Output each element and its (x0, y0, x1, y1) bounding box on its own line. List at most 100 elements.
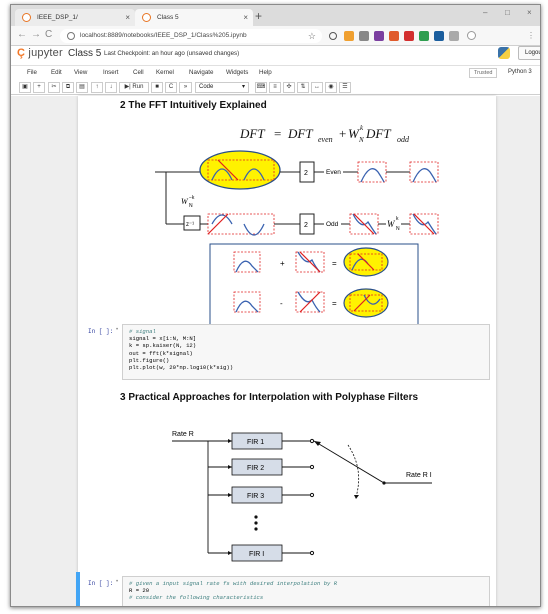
down2-odd-label: 2 (304, 222, 308, 229)
eq-lhs: DFT (239, 126, 265, 141)
menu-file[interactable]: File (27, 69, 37, 76)
keyboard-icon[interactable]: ⌨ (255, 82, 267, 93)
tab-strip: IEEE_DSP_1/ × Class 5 × + – □ × (11, 5, 540, 26)
close-tab-icon[interactable]: × (243, 13, 248, 22)
maximize-button[interactable]: □ (505, 8, 510, 17)
run-icon: ▶| (124, 84, 131, 90)
commutator-arm (313, 440, 385, 484)
eq-w-sub: N (358, 136, 364, 144)
extension-gray-icon[interactable] (359, 31, 369, 41)
eq-equals: = (274, 126, 281, 141)
menu-dots-icon[interactable]: ⋮ (527, 31, 535, 40)
cell1-collapse-dot[interactable]: • (116, 327, 119, 333)
menu-icon[interactable]: ☰ (339, 82, 351, 93)
copy-icon[interactable]: ⧉ (62, 82, 74, 93)
close-tab-icon[interactable]: × (125, 13, 130, 22)
code-line: R = 20 (129, 587, 150, 595)
url-text: localhost:8889/notebooks/IEEE_DSP_1/Clas… (80, 32, 247, 39)
heading-fft: 2 The FFT Intuitively Explained (120, 100, 267, 111)
logout-button[interactable]: Logout (518, 46, 540, 60)
chevron-down-icon: ▾ (241, 84, 245, 90)
code-line: plt.figure() (129, 356, 170, 364)
cell-type-value: Code (199, 84, 214, 90)
eq-term2-sub: odd (397, 135, 410, 144)
profile-icon[interactable] (467, 31, 476, 40)
extension-red-icon[interactable] (404, 31, 414, 41)
odd-label: Odd (326, 221, 339, 228)
kernel-indicator[interactable]: Python 3 (508, 69, 532, 75)
eye-icon[interactable]: ◉ (325, 82, 337, 93)
extension-orange-icon[interactable] (389, 31, 399, 41)
fir-i-label: FIR I (249, 551, 264, 558)
menu-cell[interactable]: Cell (133, 69, 144, 76)
code-line: # signal (129, 328, 156, 335)
code-cell-1[interactable]: # signal signal = x[1:N, M:N] k = sp.kai… (122, 324, 490, 380)
dft-equation: DFT = DFT even + W N k DFT odd (239, 124, 410, 144)
fir-2-label: FIR 2 (247, 465, 264, 472)
back-arrow-icon[interactable]: ← (17, 29, 27, 40)
code-line: plt.plot(w, 20*np.log10(k*sig)) (129, 364, 234, 372)
url-field[interactable]: localhost:8889/notebooks/IEEE_DSP_1/Clas… (60, 29, 322, 43)
tab-ieee-dsp[interactable]: IEEE_DSP_1/ × (15, 9, 135, 26)
extension-blue-icon[interactable] (434, 31, 444, 41)
menu-help[interactable]: Help (259, 69, 272, 76)
extension-icon[interactable]: ✣ (283, 82, 295, 93)
wnk-sub: N (189, 203, 193, 209)
extension-cloud-icon[interactable] (329, 32, 337, 40)
checkpoint-status: Last Checkpoint: an hour ago (unsaved ch… (104, 50, 239, 57)
move-up-icon[interactable]: ↑ (91, 82, 103, 93)
reload-icon[interactable]: C (45, 29, 53, 40)
jupyter-header: Ç jupyter Class 5 Last Checkpoint: an ho… (11, 46, 540, 63)
tab-title: Class 5 (157, 14, 179, 21)
eq-plus: + (339, 126, 346, 141)
jupyter-orbit-icon: Ç (17, 47, 26, 59)
close-window-button[interactable]: × (527, 8, 532, 17)
paste-icon[interactable]: ▤ (76, 82, 88, 93)
new-tab-button[interactable]: + (255, 9, 263, 23)
trusted-badge[interactable]: Trusted (469, 68, 498, 78)
run-button[interactable]: ▶| Run (119, 82, 149, 93)
minimize-button[interactable]: – (483, 8, 488, 17)
wnk-sup: −k (189, 195, 195, 201)
jupyter-logo[interactable]: Ç jupyter (17, 47, 63, 59)
menu-edit[interactable]: Edit (51, 69, 62, 76)
move-down-icon[interactable]: ↓ (105, 82, 117, 93)
unsaved-text: (unsaved changes) (186, 50, 240, 57)
menu-view[interactable]: View (74, 69, 88, 76)
restart-icon[interactable]: C (165, 82, 177, 93)
save-icon[interactable]: ▣ (19, 82, 31, 93)
extension-gray2-icon[interactable] (449, 31, 459, 41)
checkpoint-text: Last Checkpoint: an hour ago (104, 50, 185, 57)
code-cell-2[interactable]: # given a input signal rate fs with desi… (122, 576, 490, 606)
extension-rss-icon[interactable] (344, 31, 354, 41)
cut-icon[interactable]: ✂ (48, 82, 60, 93)
delay-box (183, 215, 201, 231)
add-cell-icon[interactable]: + (33, 82, 45, 93)
menu-insert[interactable]: Insert (103, 69, 119, 76)
selected-cell-indicator (76, 572, 80, 606)
menubar: File Edit View Insert Cell Kernel Naviga… (11, 65, 540, 80)
extension-green-icon[interactable] (419, 31, 429, 41)
tab-class-5[interactable]: Class 5 × (135, 9, 253, 26)
jupyter-favicon-icon (142, 13, 151, 22)
forward-arrow-icon[interactable]: → (31, 29, 41, 40)
cell-type-select[interactable]: Code ▾ (195, 82, 249, 93)
stop-icon[interactable]: ■ (151, 82, 163, 93)
sort-icon[interactable]: ⇅ (297, 82, 309, 93)
extension-purple-icon[interactable] (374, 31, 384, 41)
address-bar: ← → C localhost:8889/notebooks/IEEE_DSP_… (11, 26, 540, 46)
bookmark-star-icon[interactable]: ☆ (307, 31, 316, 41)
twiddle-sup: k (396, 216, 399, 222)
code-line: k = sp.kaiser(N, 12) (129, 342, 197, 350)
wnk-w: W (181, 197, 189, 206)
list-icon[interactable]: ≡ (269, 82, 281, 93)
menu-navigate[interactable]: Navigate (189, 69, 214, 76)
menu-kernel[interactable]: Kernel (156, 69, 174, 76)
menu-widgets[interactable]: Widgets (226, 69, 249, 76)
resize-icon[interactable]: ↔ (311, 82, 323, 93)
restart-run-all-icon[interactable]: » (179, 82, 192, 93)
fir-bank: FIR 1 FIR 2 FIR 3 FIR I (208, 432, 315, 562)
notebook-title[interactable]: Class 5 (68, 48, 102, 59)
notebook-page: 2 The FFT Intuitively Explained DFT = DF… (76, 96, 496, 606)
cell2-collapse-dot[interactable]: • (116, 579, 119, 585)
